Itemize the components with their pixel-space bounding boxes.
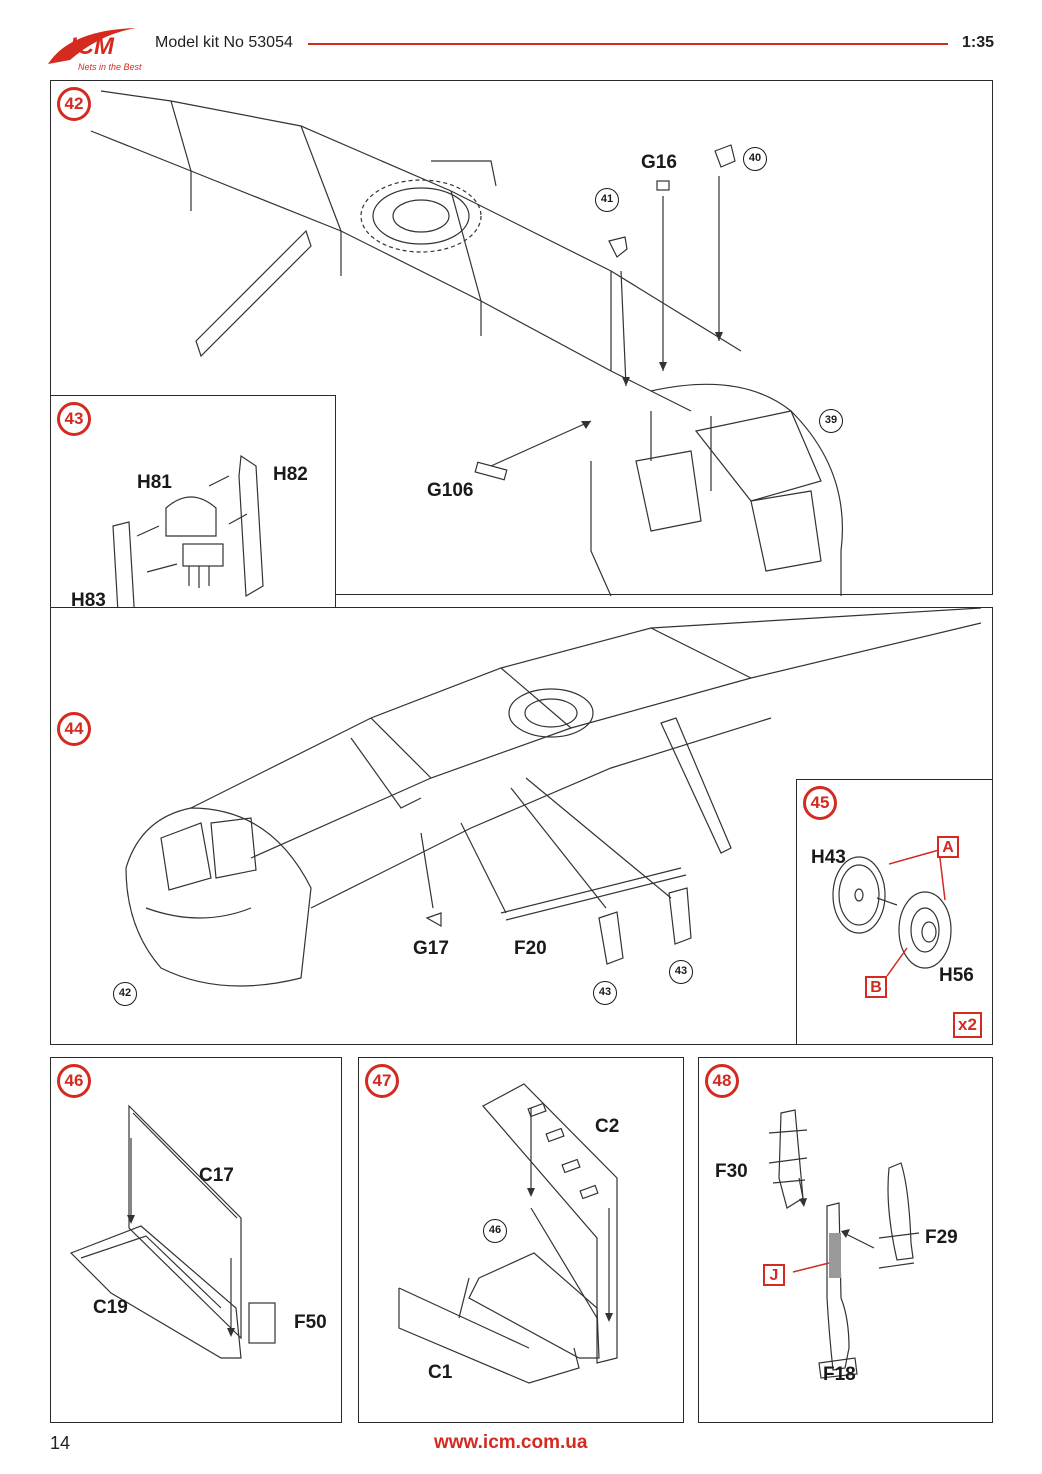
paint-code-a: A — [937, 836, 959, 858]
label-g16: G16 — [641, 152, 677, 173]
brand-logo: ICM Nets in the Best — [40, 20, 150, 78]
ref-step-42: 42 — [113, 982, 137, 1006]
label-c2: C2 — [595, 1116, 620, 1137]
wheels-drawing — [832, 849, 952, 977]
label-f29: F29 — [925, 1227, 958, 1248]
scale-label: 1:35 — [961, 34, 994, 51]
step-46-badge: 46 — [57, 1064, 91, 1098]
paint-code-j: J — [763, 1264, 785, 1286]
ref-step-39: 39 — [819, 409, 843, 433]
ref-step-43-b: 43 — [669, 960, 693, 984]
multiplier-badge: x2 — [953, 1012, 982, 1038]
footer-url-link[interactable]: www.icm.com.ua — [434, 1432, 588, 1453]
ref-step-43-a: 43 — [593, 981, 617, 1005]
step-45-badge: 45 — [803, 786, 837, 820]
step-47-panel: 47 C2 C1 46 — [358, 1057, 684, 1423]
ref-step-41: 41 — [595, 188, 619, 212]
label-h43: H43 — [811, 847, 846, 868]
brand-tagline: Nets in the Best — [78, 62, 142, 72]
fuselage-front-drawing — [125, 607, 982, 987]
label-c1: C1 — [428, 1362, 453, 1383]
step-45-panel: 45 H43 H56 A B x2 — [796, 779, 993, 1045]
logo-swoosh-icon — [48, 28, 136, 64]
fuselage-rear-drawing — [90, 90, 844, 597]
paint-code-b: B — [865, 976, 887, 998]
step-43-badge: 43 — [57, 402, 91, 436]
label-f30: F30 — [715, 1161, 748, 1182]
step-44-badge: 44 — [57, 712, 91, 746]
step-46-panel: 46 C17 C19 F50 — [50, 1057, 342, 1423]
label-g106: G106 — [427, 480, 474, 501]
header-rule — [308, 43, 948, 45]
label-c19: C19 — [93, 1297, 128, 1318]
label-h83: H83 — [71, 590, 106, 611]
step-42-badge: 42 — [57, 87, 91, 121]
label-f20: F20 — [514, 938, 547, 959]
label-f50: F50 — [294, 1312, 327, 1333]
page-number: 14 — [50, 1433, 71, 1453]
ref-step-40: 40 — [743, 147, 767, 171]
label-h81: H81 — [137, 472, 172, 493]
brand-name: ICM — [70, 33, 114, 60]
label-f18: F18 — [823, 1364, 856, 1385]
ref-step-46: 46 — [483, 1219, 507, 1243]
landing-gear-drawing — [768, 1109, 920, 1379]
tail-section-drawing — [69, 1104, 276, 1359]
tail-assembly-drawing — [398, 1083, 618, 1384]
step-48-panel: 48 F30 F29 F18 J — [698, 1057, 993, 1423]
page-title: Model kit No 53054 — [155, 34, 293, 51]
label-c17: C17 — [199, 1165, 234, 1186]
label-h56: H56 — [939, 965, 974, 986]
label-h82: H82 — [273, 464, 308, 485]
step-47-badge: 47 — [365, 1064, 399, 1098]
label-g17: G17 — [413, 938, 449, 959]
step-48-badge: 48 — [705, 1064, 739, 1098]
